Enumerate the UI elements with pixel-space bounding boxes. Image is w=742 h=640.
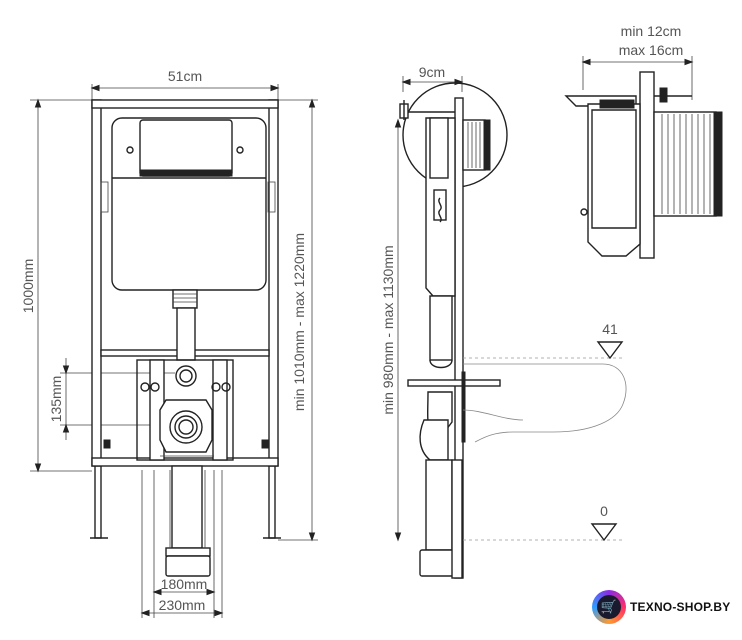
side-height-range-label: min 980mm - max 1130mm — [380, 245, 396, 414]
detail-view: min 12cm max 16cm — [564, 23, 723, 259]
level-41-label: 41 — [602, 321, 618, 337]
site-logo[interactable]: 🛒 TEXNO-SHOP.BY — [592, 587, 730, 627]
side-view: 9cm min 980mm - max 1130mm — [380, 64, 627, 579]
pipe-230-label: 230mm — [159, 597, 206, 613]
level-0-label: 0 — [600, 503, 608, 519]
height-dimension-label: 1000mm — [20, 259, 36, 313]
width-dimension-label: 51cm — [168, 68, 202, 84]
height-range-label: min 1010mm - max 1220mm — [291, 233, 307, 411]
detail-max-label: max 16cm — [619, 42, 684, 58]
site-logo-text: TEXNO-SHOP.BY — [630, 600, 731, 614]
detail-min-label: min 12cm — [621, 23, 682, 39]
front-view: 51cm 1000mm 135mm min 1010mm - max 1220m… — [20, 68, 318, 618]
depth-dimension-label: 9cm — [419, 64, 445, 80]
pipe-180-label: 180mm — [161, 576, 208, 592]
outlet-height-label: 135mm — [48, 376, 64, 423]
shopping-cart-icon: 🛒 — [592, 590, 626, 624]
